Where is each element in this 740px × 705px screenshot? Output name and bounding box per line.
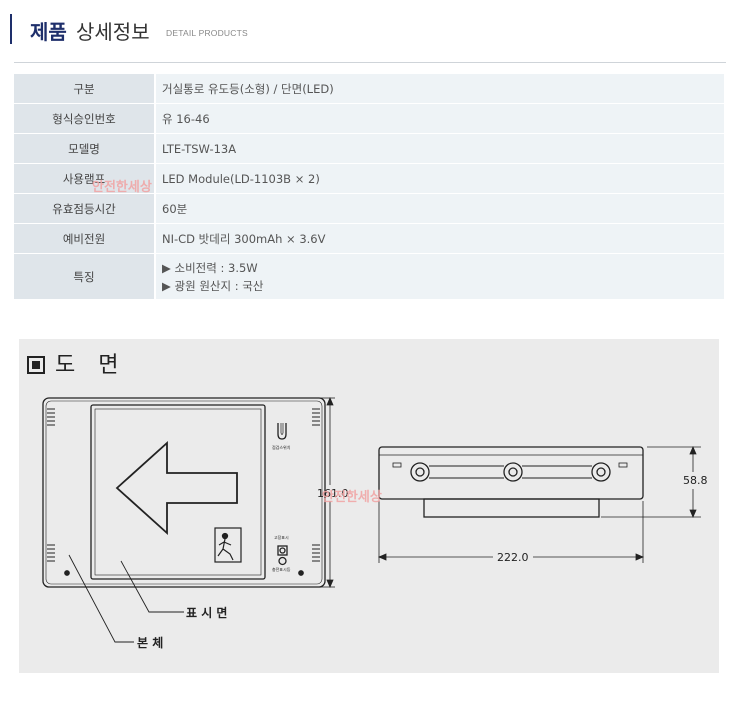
spec-label: 예비전원 [14, 224, 156, 254]
mount-screw-icon [591, 462, 611, 482]
spec-value-features: ▶ 소비전력 : 3.5W ▶ 광원 원산지 : 국산 [156, 254, 724, 300]
spec-row: 예비전원 NI-CD 밧데리 300mAh × 3.6V [14, 224, 724, 254]
spec-value: NI-CD 밧데리 300mAh × 3.6V [156, 224, 724, 254]
watermark-text: 안전한세상 [322, 490, 382, 505]
spec-value: LTE-TSW-13A [156, 134, 724, 164]
spec-label: 형식승인번호 [14, 104, 156, 134]
spec-value: 거실통로 유도등(소형) / 단면(LED) [156, 74, 724, 104]
spec-value: 유 16-46 [156, 104, 724, 134]
front-dimension [319, 396, 335, 589]
spec-table: 구분 거실통로 유도등(소형) / 단면(LED) 형식승인번호 유 16-46… [14, 74, 724, 300]
spec-value: 60분 [156, 194, 724, 224]
feature-item: ▶ 광원 원산지 : 국산 [162, 278, 264, 293]
front-body-outline [42, 397, 326, 588]
tiny-label-fault: 고장표시 [274, 534, 289, 540]
vent-slots [47, 408, 320, 562]
feature-item: ▶ 소비전력 : 3.5W [162, 260, 258, 275]
tiny-label-charge: 충전표시등 [272, 566, 291, 572]
side-view [378, 446, 644, 518]
spec-row: 형식승인번호 유 16-46 [14, 104, 724, 134]
drawing-title: 도 면 [27, 347, 126, 379]
spec-label: 사용램프 [14, 164, 156, 194]
label-body: 본 체 [137, 635, 163, 650]
spec-row: 구분 거실통로 유도등(소형) / 단면(LED) [14, 74, 724, 104]
drawing-title-text: 도 면 [55, 353, 127, 378]
header-accent-bar [10, 14, 12, 44]
drawing-panel: 도 면 [19, 339, 719, 673]
leader-lines [68, 554, 184, 643]
test-switch-icon [277, 423, 287, 440]
spec-row: 사용램프 LED Module(LD-1103B × 2) [14, 164, 724, 194]
spec-label: 유효점등시간 [14, 194, 156, 224]
exit-door-icon [214, 527, 242, 563]
mount-screw-icon [503, 462, 523, 482]
label-display-face: 표 시 면 [186, 605, 227, 620]
spec-label: 구분 [14, 74, 156, 104]
arrow-left-icon [115, 440, 238, 536]
header-divider [14, 62, 726, 63]
side-dimensions [377, 445, 701, 563]
display-face-outline [90, 404, 266, 580]
square-bullet-icon [27, 356, 45, 374]
section-header: 제품 상세정보 DETAIL PRODUCTS [10, 10, 730, 44]
front-view [42, 397, 326, 588]
dim-depth-label: 58.8 [683, 474, 708, 487]
status-lamp-icon [277, 545, 288, 556]
header-title-bold: 제품 [30, 20, 67, 44]
header-subtitle: DETAIL PRODUCTS [166, 28, 248, 38]
dim-width-label: 222.0 [497, 551, 529, 564]
charge-lamp-icon [278, 556, 287, 566]
spec-value: LED Module(LD-1103B × 2) [156, 164, 724, 194]
watermark-text: 안전한세상 [92, 180, 152, 195]
dim-height-label: 161.0 [317, 487, 349, 500]
spec-row-features: 특징 ▶ 소비전력 : 3.5W ▶ 광원 원산지 : 국산 [14, 254, 724, 300]
technical-drawing: 161.0 표 시 면 본 체 [42, 396, 708, 650]
header-title-rest: 상세정보 [76, 20, 150, 44]
mount-screw-icon [410, 462, 430, 482]
spec-label: 모델명 [14, 134, 156, 164]
spec-row: 모델명 LTE-TSW-13A [14, 134, 724, 164]
spec-row: 유효점등시간 60분 [14, 194, 724, 224]
tiny-label-test: 점검스위치 [272, 444, 291, 450]
side-base-outline [423, 498, 600, 518]
spec-label: 특징 [14, 254, 156, 300]
